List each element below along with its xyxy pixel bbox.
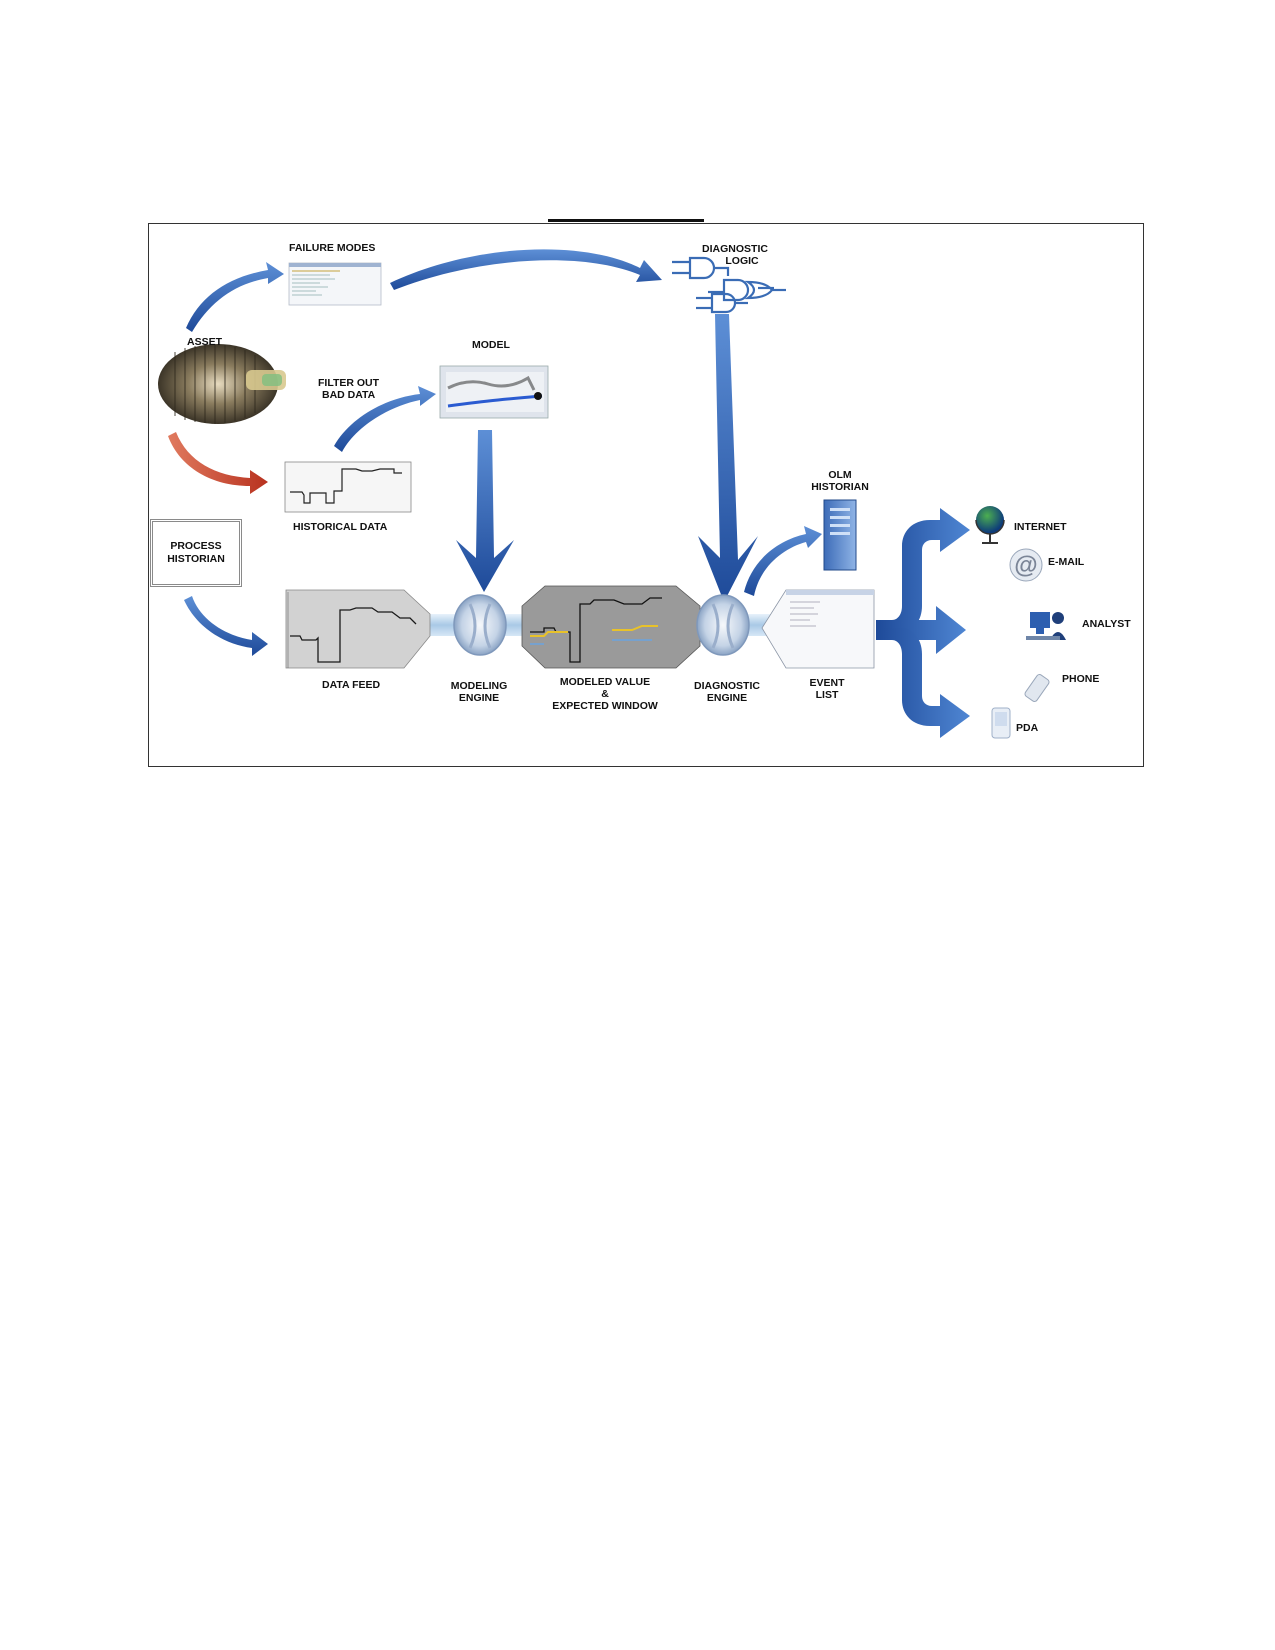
model-chart-thumbnail <box>439 365 549 419</box>
olm-historian-label-1: OLM <box>828 469 852 481</box>
figure-top-rule <box>548 219 704 222</box>
arrow-logic-to-diagnostic-engine <box>698 314 758 602</box>
filter-label-2: BAD DATA <box>322 389 376 401</box>
process-historian-label-2: HISTORIAN <box>167 553 225 565</box>
diagnostic-engine-label-2: ENGINE <box>707 692 747 704</box>
output-label-email: E-MAIL <box>1048 556 1085 568</box>
diagnostic-engine-label-1: DIAGNOSTIC <box>694 680 760 692</box>
historical-data-label: HISTORICAL DATA <box>293 521 388 533</box>
at-sign-icon: @ <box>1009 548 1043 582</box>
filter-label-1: FILTER OUT <box>318 377 380 389</box>
arrow-to-olm-historian <box>744 526 822 596</box>
logic-gates-icon <box>672 256 786 314</box>
output-label-analyst: ANALYST <box>1082 618 1131 630</box>
modeled-value-label-1: MODELED VALUE <box>560 676 650 688</box>
event-list-window <box>761 589 875 669</box>
arrow-asset-to-historical-data <box>168 432 268 494</box>
process-historian-label-1: PROCESS <box>170 540 222 552</box>
modeling-engine-label-2: ENGINE <box>459 692 499 704</box>
arrow-model-to-modeling-engine <box>456 430 514 592</box>
modeled-value-label-2: & <box>601 688 609 700</box>
historical-data-chart <box>284 461 412 513</box>
diagnostic-logic-label-1: DIAGNOSTIC <box>702 243 768 255</box>
analyst-workstation-icon <box>1026 612 1066 640</box>
output-label-phone: PHONE <box>1062 673 1099 685</box>
arrow-failure-modes-to-logic <box>390 249 662 290</box>
diagnostic-engine-valve <box>696 594 750 656</box>
arrow-asset-to-failure-modes <box>186 262 284 332</box>
pda-icon <box>991 707 1011 739</box>
data-feed-chart <box>285 589 431 669</box>
asset-turbine-image <box>158 344 286 424</box>
event-list-label-1: EVENT <box>809 677 845 689</box>
arrow-filter-to-model <box>334 386 436 452</box>
modeling-engine-label-1: MODELING <box>451 680 508 692</box>
data-feed-label: DATA FEED <box>322 679 381 691</box>
model-label: MODEL <box>472 339 511 351</box>
modeled-value-chart <box>521 585 701 669</box>
output-label-internet: INTERNET <box>1014 521 1067 533</box>
output-label-pda: PDA <box>1016 722 1039 734</box>
diagnostic-logic-label-2: LOGIC <box>725 255 759 267</box>
failure-modes-window <box>288 262 382 306</box>
modeling-engine-valve <box>453 594 507 656</box>
server-icon <box>823 499 857 571</box>
svg-text:@: @ <box>1014 552 1037 579</box>
event-list-label-2: LIST <box>816 689 839 701</box>
distribution-arrows <box>876 508 970 738</box>
arrow-process-historian-to-data-feed <box>184 596 268 656</box>
process-historian-box: PROCESS HISTORIAN <box>150 519 242 587</box>
modeled-value-label-3: EXPECTED WINDOW <box>552 700 658 712</box>
asset-label: ASSET <box>187 336 223 348</box>
globe-icon <box>975 506 1005 544</box>
phone-icon <box>1024 674 1050 702</box>
olm-historian-label-2: HISTORIAN <box>811 481 869 493</box>
failure-modes-label: FAILURE MODES <box>289 242 375 254</box>
